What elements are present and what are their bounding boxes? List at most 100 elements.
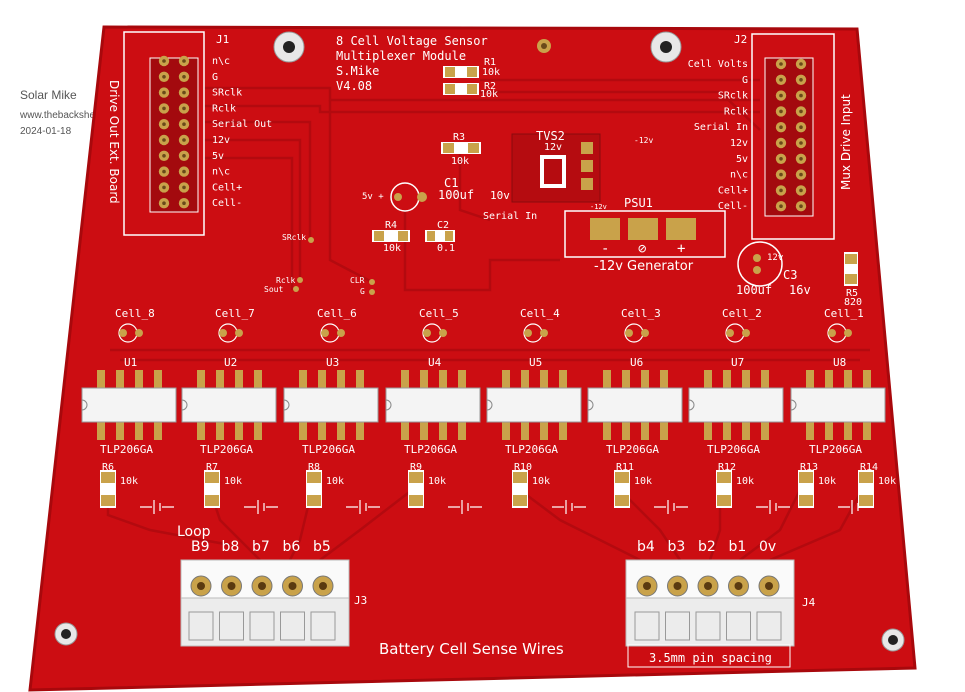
r4-ref: R4 — [385, 220, 397, 231]
res-ref: R14 — [860, 462, 878, 473]
copper-traces — [106, 78, 870, 562]
battery-symbol — [654, 500, 688, 514]
terminal-label: b8 — [222, 539, 240, 555]
res-value: 10k — [634, 476, 652, 487]
u-part: TLP206GA — [302, 443, 355, 456]
res-value: 10k — [878, 476, 896, 487]
svg-text:Sout: Sout — [264, 285, 283, 294]
cell-label: Cell_1 — [824, 307, 864, 320]
tvs2-neg: -12v — [634, 136, 653, 145]
watermark-site: www.thebackshed.com — [20, 110, 123, 121]
pin-spacing-note: 3.5mm pin spacing — [649, 651, 772, 665]
optocoupler-body — [790, 387, 886, 423]
terminal-label: b7 — [252, 539, 270, 555]
resistor-r5: R5 820 — [844, 252, 862, 308]
terminal-label: b3 — [668, 539, 686, 555]
terminal-label: B9 — [191, 539, 210, 555]
tvs2-rail: 12v — [544, 142, 562, 153]
c3-value: 100uf — [736, 283, 772, 297]
res-ref: R11 — [616, 462, 634, 473]
resistor-r4: R4 10k — [372, 220, 410, 254]
terminal-label: 0v — [759, 539, 776, 555]
j3-header: Loop — [177, 524, 211, 540]
optocoupler-body — [81, 387, 177, 423]
c1-volts: 10v — [490, 189, 510, 202]
j2-pin-label: Serial In — [694, 122, 748, 133]
res-ref: R8 — [308, 462, 320, 473]
j2-pin-label: Cell+ — [718, 185, 748, 196]
r2-value: 10k — [480, 89, 498, 100]
svg-text:Rclk: Rclk — [276, 276, 295, 285]
c1-value: 100uf — [438, 188, 474, 202]
j3-designator: J3 — [354, 594, 367, 607]
res-value: 10k — [532, 476, 550, 487]
terminal-label: b4 — [637, 539, 655, 555]
r4-value: 10k — [383, 243, 401, 254]
j2-designator: J2 — [734, 33, 747, 46]
j2-pin-label: SRclk — [718, 91, 748, 102]
optocoupler-body — [688, 387, 784, 423]
c1-plus: 5v + — [362, 192, 384, 202]
j2-pin-label: 5v — [736, 154, 748, 165]
svg-text:CLR: CLR — [350, 276, 365, 285]
test-points: SRclk Rclk Sout CLR G — [264, 233, 375, 296]
r5-ref: R5 — [846, 288, 858, 299]
resistor-r3: R3 10k — [441, 132, 481, 167]
u-ref: U7 — [731, 356, 744, 369]
svg-text:SRclk: SRclk — [282, 233, 306, 242]
j2-side-label: Mux Drive Input — [839, 94, 853, 190]
battery-symbol — [838, 500, 872, 514]
c2-ref: C2 — [437, 220, 449, 231]
r3-value: 10k — [451, 156, 469, 167]
j1-pin-label: Serial Out — [212, 119, 272, 130]
c3-rail: 12v — [767, 253, 783, 263]
j1-pin-label: SRclk — [212, 88, 242, 99]
title-line-1: 8 Cell Voltage Sensor — [336, 34, 488, 48]
u-part: TLP206GA — [100, 443, 153, 456]
watermark-author: Solar Mike — [20, 88, 77, 102]
battery-symbol — [244, 500, 278, 514]
res-value: 10k — [120, 476, 138, 487]
resistor-r1: R1 10k — [443, 57, 500, 78]
cell-label: Cell_5 — [419, 307, 459, 320]
j1-pin-label: Rclk — [212, 103, 236, 114]
u-part: TLP206GA — [404, 443, 457, 456]
title-line-3: S.Mike — [336, 64, 379, 78]
sense-resistor: R8 10k — [306, 462, 380, 514]
j1-designator: J1 — [216, 33, 229, 46]
c2-value: 0.1 — [437, 243, 455, 254]
psu1-ref: PSU1 — [624, 196, 653, 210]
res-ref: R13 — [800, 462, 818, 473]
optocoupler-body — [486, 387, 582, 423]
optocoupler-body — [385, 387, 481, 423]
u-ref: U4 — [428, 356, 442, 369]
r1-ref: R1 — [484, 57, 496, 68]
j1-pin-label: Cell- — [212, 198, 242, 209]
terminal-label: b5 — [313, 539, 331, 555]
cell-label: Cell_4 — [520, 307, 560, 320]
optocoupler-body — [283, 387, 379, 423]
res-value: 10k — [428, 476, 446, 487]
c3-volts: 16v — [789, 283, 811, 297]
battery-symbol — [552, 500, 586, 514]
j2-pin-label: Cell Volts — [688, 59, 748, 70]
u-ref: U5 — [529, 356, 542, 369]
watermark-date: 2024-01-18 — [20, 126, 72, 137]
cell-channels: Cell_8U1TLP206GACell_7U2TLP206GACell_6U3… — [81, 307, 886, 456]
cell-label: Cell_8 — [115, 307, 155, 320]
res-value: 10k — [326, 476, 344, 487]
